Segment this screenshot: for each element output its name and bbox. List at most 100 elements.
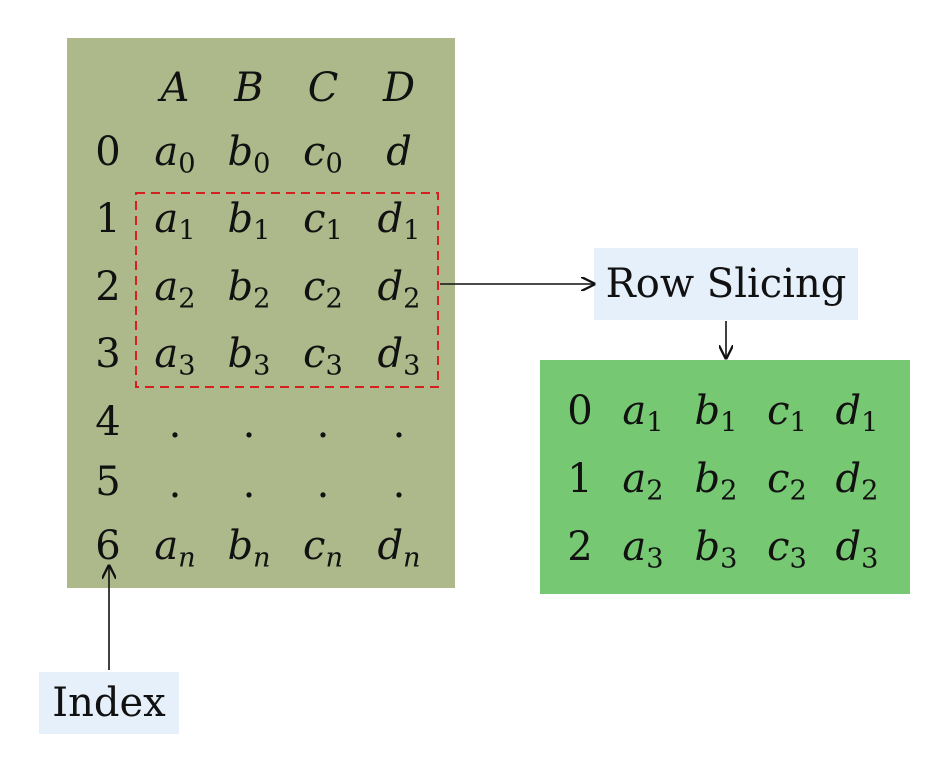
table-cell-symbol: . bbox=[392, 461, 406, 507]
table-cell-symbol: c bbox=[303, 264, 326, 310]
table-cell-subscript: 0 bbox=[325, 148, 343, 180]
table-cell-subscript: 2 bbox=[178, 283, 196, 315]
table-cell-subscript: 2 bbox=[403, 283, 421, 315]
row-selection-box bbox=[135, 192, 439, 388]
table-cell: d1 bbox=[378, 199, 421, 245]
result-cell-symbol: b bbox=[694, 388, 721, 434]
result-cell: a1 bbox=[622, 388, 663, 437]
table-cell: d3 bbox=[377, 331, 421, 380]
result-cell: b1 bbox=[694, 388, 738, 437]
result-cell-subscript: 3 bbox=[720, 543, 738, 575]
table-cell-symbol: . bbox=[242, 401, 256, 447]
table-cell: b3 bbox=[227, 331, 271, 380]
column-header: D bbox=[382, 65, 416, 111]
result-row-index: 2 bbox=[567, 524, 593, 570]
table-cell-subscript: 1 bbox=[325, 215, 343, 247]
table-cell: d bbox=[386, 132, 412, 172]
table-cell: c0 bbox=[303, 132, 343, 178]
table-cell-symbol: b bbox=[227, 331, 254, 377]
table-cell-subscript: 0 bbox=[253, 148, 271, 180]
table-cell-subscript: 3 bbox=[325, 350, 343, 382]
table-cell: c1 bbox=[303, 196, 343, 245]
table-cell-symbol: a bbox=[154, 331, 179, 377]
row-index: 1 bbox=[95, 196, 121, 242]
table-cell-symbol: . bbox=[316, 461, 330, 507]
table-cell-subscript: 1 bbox=[403, 215, 421, 247]
result-cell-symbol: d bbox=[835, 524, 862, 570]
column-header: C bbox=[307, 65, 339, 111]
table-cell-symbol: d bbox=[377, 523, 404, 569]
table-cell: b1 bbox=[227, 196, 271, 245]
result-cell-subscript: 3 bbox=[789, 543, 807, 575]
table-cell-symbol: b bbox=[227, 196, 254, 242]
table-cell: bn bbox=[227, 523, 270, 572]
table-cell-subscript: 3 bbox=[253, 350, 271, 382]
result-cell: d1 bbox=[836, 391, 879, 437]
table-cell-subscript: n bbox=[403, 542, 421, 574]
result-cell-subscript: 2 bbox=[646, 475, 664, 507]
table-cell-symbol: . bbox=[392, 401, 406, 447]
table-cell: a2 bbox=[154, 264, 195, 313]
result-cell-subscript: 1 bbox=[861, 407, 879, 439]
table-cell: b2 bbox=[227, 264, 271, 313]
result-cell-subscript: 2 bbox=[720, 475, 738, 507]
result-cell: d3 bbox=[835, 524, 879, 573]
table-cell: c2 bbox=[303, 264, 343, 313]
table-cell: b0 bbox=[227, 129, 271, 178]
table-cell: . bbox=[317, 404, 330, 444]
result-row-index: 1 bbox=[567, 456, 593, 502]
table-cell-symbol: a bbox=[154, 129, 179, 175]
index-label: Index bbox=[39, 672, 179, 734]
result-cell: d2 bbox=[835, 456, 879, 505]
source-dataframe-panel bbox=[67, 38, 455, 588]
result-cell-symbol: d bbox=[835, 456, 862, 502]
table-cell: dn bbox=[377, 523, 420, 572]
table-cell-symbol: c bbox=[303, 331, 326, 377]
column-header: B bbox=[234, 65, 264, 111]
result-cell-symbol: b bbox=[694, 456, 721, 502]
row-index: 6 bbox=[95, 523, 121, 569]
table-cell-symbol: b bbox=[227, 523, 254, 569]
table-cell-symbol: c bbox=[303, 196, 326, 242]
table-cell-subscript: n bbox=[178, 542, 196, 574]
result-cell-subscript: 1 bbox=[789, 407, 807, 439]
result-cell-subscript: 2 bbox=[861, 475, 879, 507]
row-index: 0 bbox=[95, 129, 121, 175]
table-cell: . bbox=[393, 464, 406, 504]
table-cell: a1 bbox=[154, 196, 195, 245]
table-cell-symbol: . bbox=[316, 401, 330, 447]
row-index: 3 bbox=[95, 331, 121, 377]
result-cell-symbol: c bbox=[767, 524, 790, 570]
table-cell-symbol: a bbox=[154, 523, 179, 569]
result-cell: c3 bbox=[767, 524, 807, 573]
table-cell-subscript: 1 bbox=[253, 215, 271, 247]
table-cell-symbol: d bbox=[377, 264, 404, 310]
table-cell-symbol: b bbox=[227, 129, 254, 175]
table-cell-symbol: . bbox=[242, 461, 256, 507]
result-cell-symbol: a bbox=[622, 524, 647, 570]
table-cell-subscript: 1 bbox=[178, 215, 196, 247]
table-cell-symbol: d bbox=[377, 331, 404, 377]
table-cell-subscript: 2 bbox=[253, 283, 271, 315]
table-cell: . bbox=[169, 404, 182, 444]
row-slicing-label: Row Slicing bbox=[594, 248, 858, 320]
table-cell: . bbox=[317, 464, 330, 504]
result-cell-subscript: 3 bbox=[861, 543, 879, 575]
result-dataframe-panel bbox=[540, 360, 910, 594]
result-cell-symbol: a bbox=[622, 388, 647, 434]
result-cell-symbol: b bbox=[694, 524, 721, 570]
table-cell: . bbox=[169, 464, 182, 504]
result-cell: c2 bbox=[767, 459, 807, 505]
result-cell-symbol: c bbox=[767, 388, 790, 434]
table-cell-symbol: b bbox=[227, 264, 254, 310]
result-cell: a3 bbox=[622, 524, 663, 573]
table-cell: a3 bbox=[154, 331, 195, 380]
result-cell-symbol: a bbox=[622, 456, 647, 502]
table-cell-subscript: 3 bbox=[403, 350, 421, 382]
result-cell-subscript: 1 bbox=[720, 407, 738, 439]
table-cell-symbol: a bbox=[154, 196, 179, 242]
table-cell-symbol: a bbox=[154, 264, 179, 310]
table-cell-symbol: . bbox=[168, 401, 182, 447]
table-cell-symbol: c bbox=[303, 523, 326, 569]
table-cell-subscript: n bbox=[325, 542, 343, 574]
